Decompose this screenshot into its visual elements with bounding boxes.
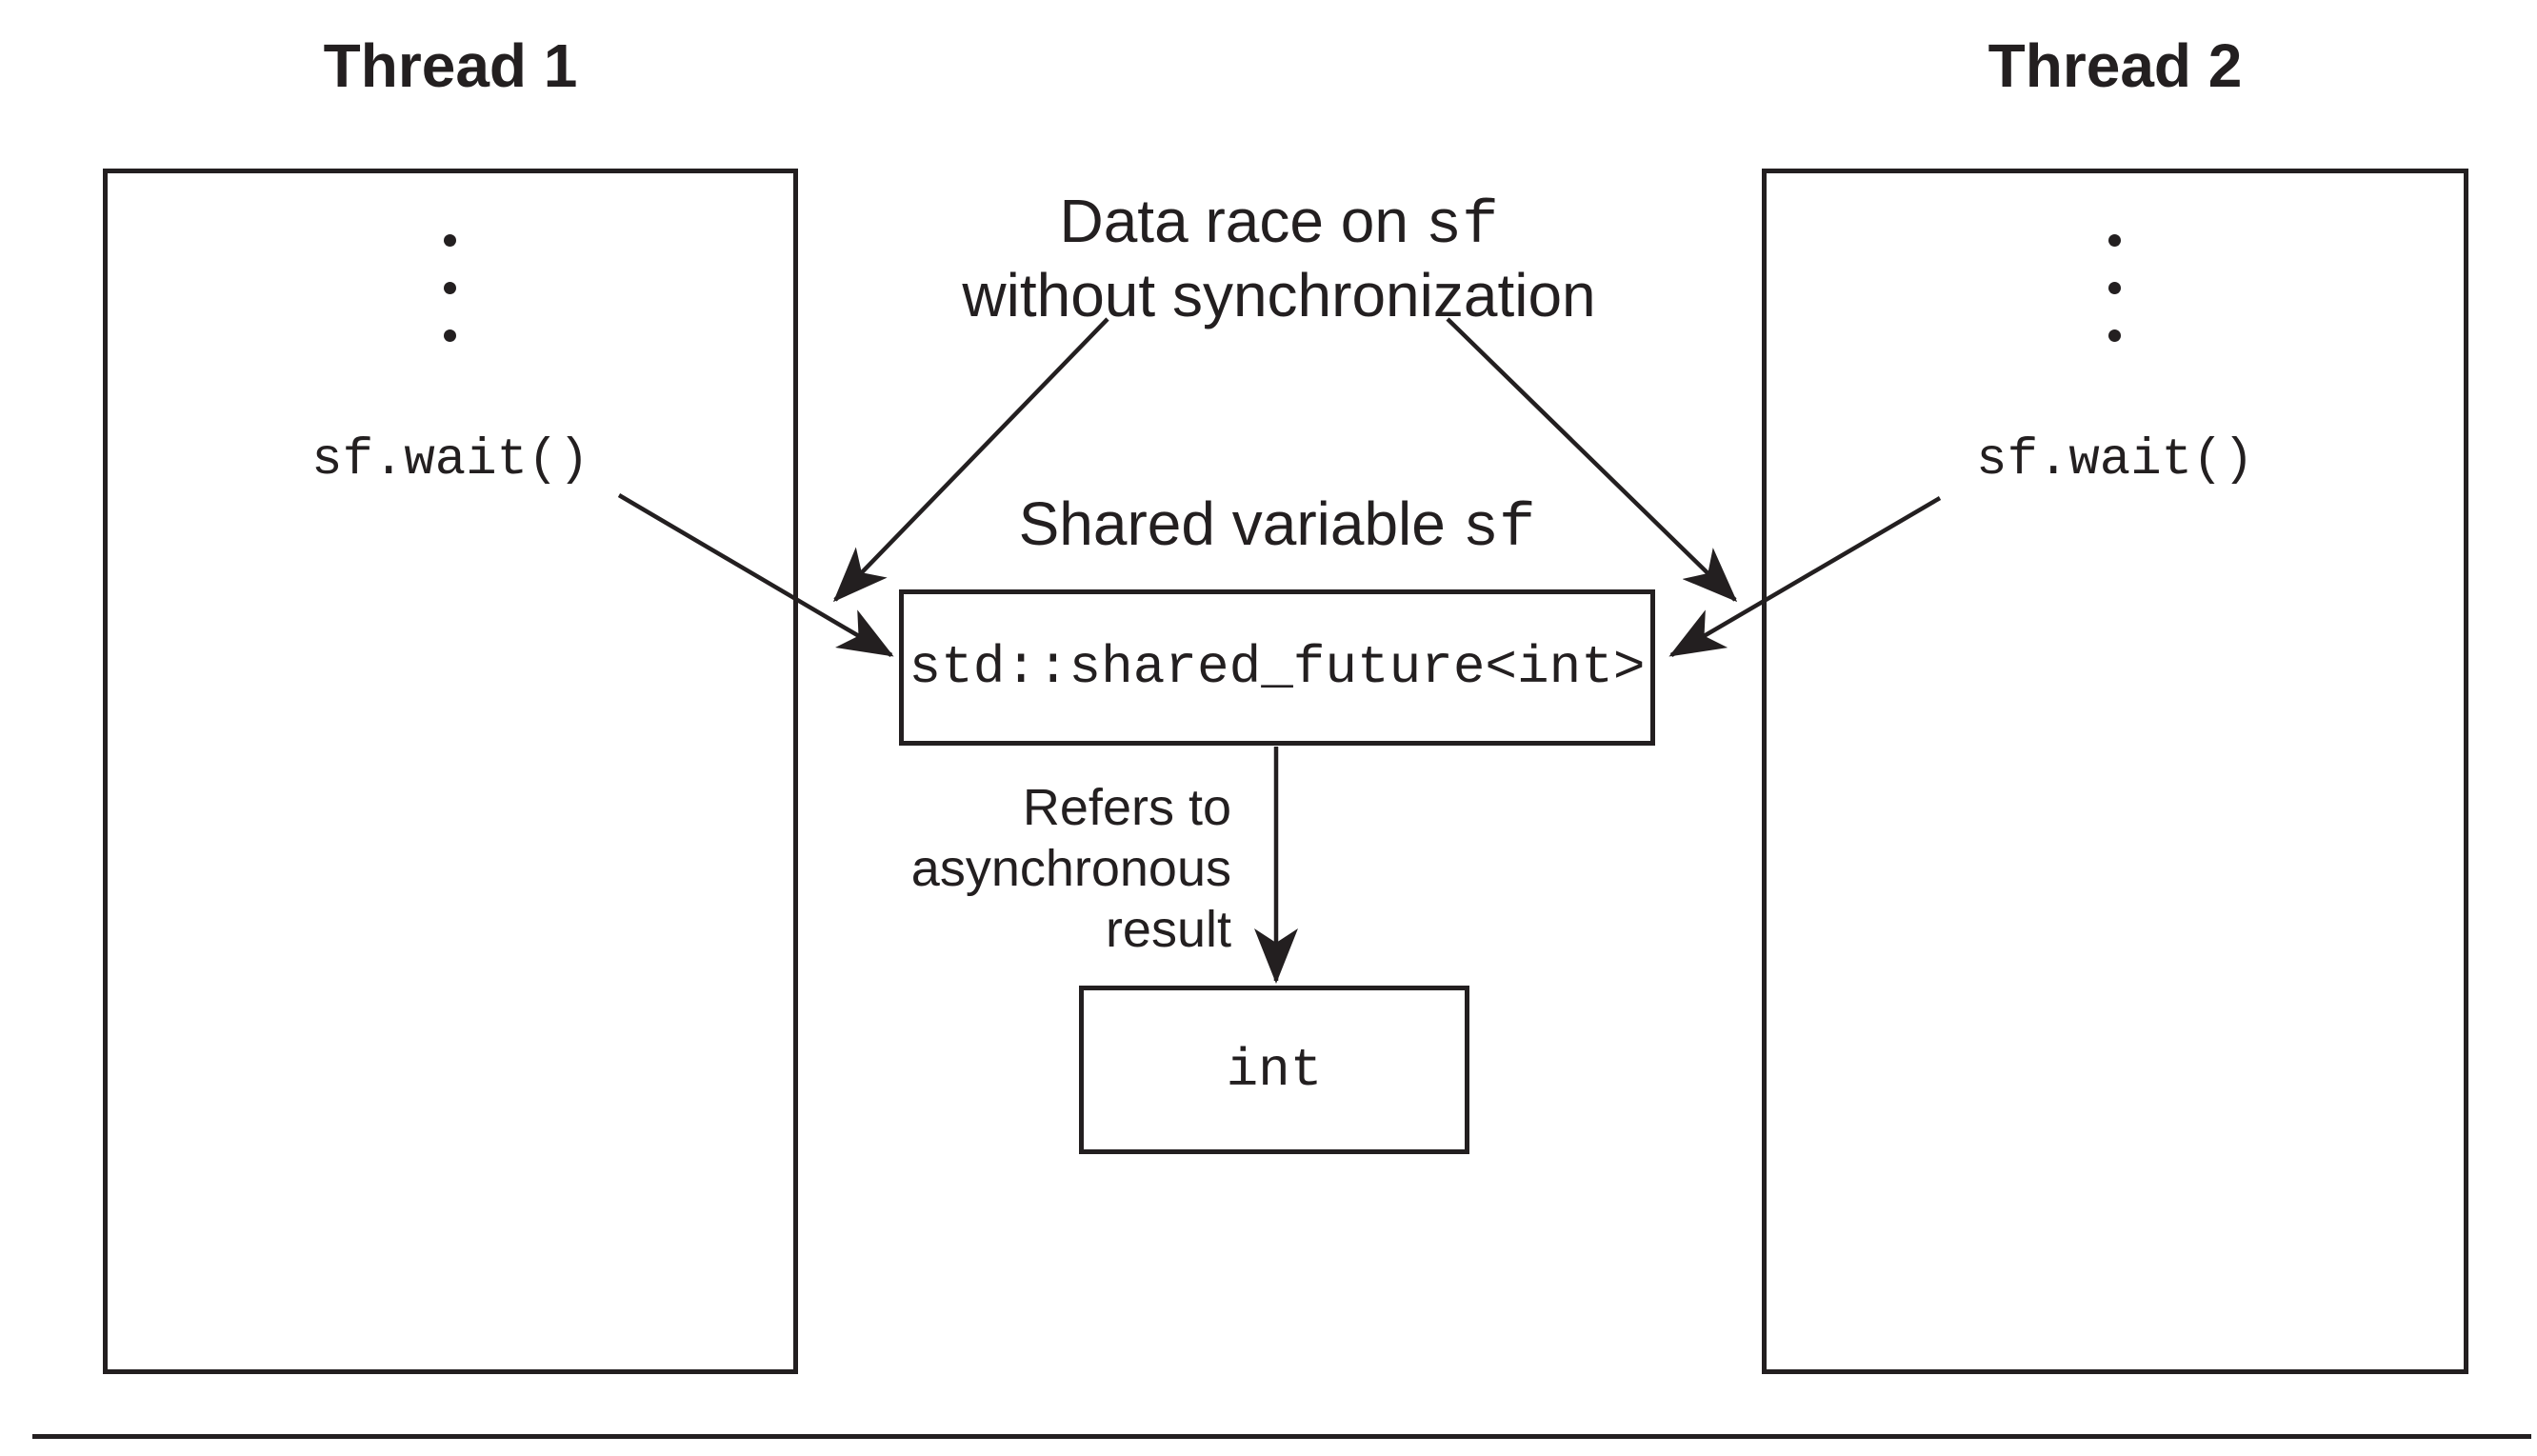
int-box: int [1079,986,1469,1154]
thread1-title: Thread 1 [323,31,578,100]
thread2-ellipsis [2108,234,2121,342]
arrow-data-race-right [1446,317,1738,603]
refers-note-line3: result [1105,901,1231,958]
ellipsis-dot [444,282,456,294]
thread2-box [1762,169,2468,1374]
data-race-note-line1: Data race on sf [898,187,1660,261]
data-race-note: Data race on sf without synchronization [898,187,1660,329]
ellipsis-dot [2108,234,2121,247]
thread2-wait-call: sf.wait() [1976,431,2254,489]
ellipsis-dot [444,329,456,342]
refers-note: Refers to asynchronous result [755,777,1231,960]
thread1-wait-call: sf.wait() [311,431,589,489]
ellipsis-dot [2108,282,2121,294]
arrow-data-race-left [832,317,1109,603]
arrow-thread1-wait-to-shared [617,493,894,657]
data-race-note-line2: without synchronization [962,261,1596,329]
ellipsis-dot [444,234,456,247]
refers-note-line1: Refers to [1022,779,1231,836]
ellipsis-dot [2108,329,2121,342]
shared-future-box: std::shared_future<int> [899,589,1655,746]
arrow-thread2-wait-to-shared [1668,496,1942,657]
data-race-note-code: sf [1425,192,1499,261]
data-race-note-text: Data race on [1059,187,1426,255]
shared-variable-label-text: Shared variable [1018,489,1463,558]
shared-future-code: std::shared_future<int> [909,637,1646,698]
thread2-title: Thread 2 [1988,31,2243,100]
thread1-box [103,169,798,1374]
bottom-rule [32,1434,2531,1439]
int-code: int [1226,1039,1323,1101]
shared-variable-label: Shared variable sf [896,489,1658,564]
shared-variable-label-code: sf [1462,495,1536,564]
thread1-ellipsis [444,234,456,342]
refers-note-line2: asynchronous [910,840,1231,897]
